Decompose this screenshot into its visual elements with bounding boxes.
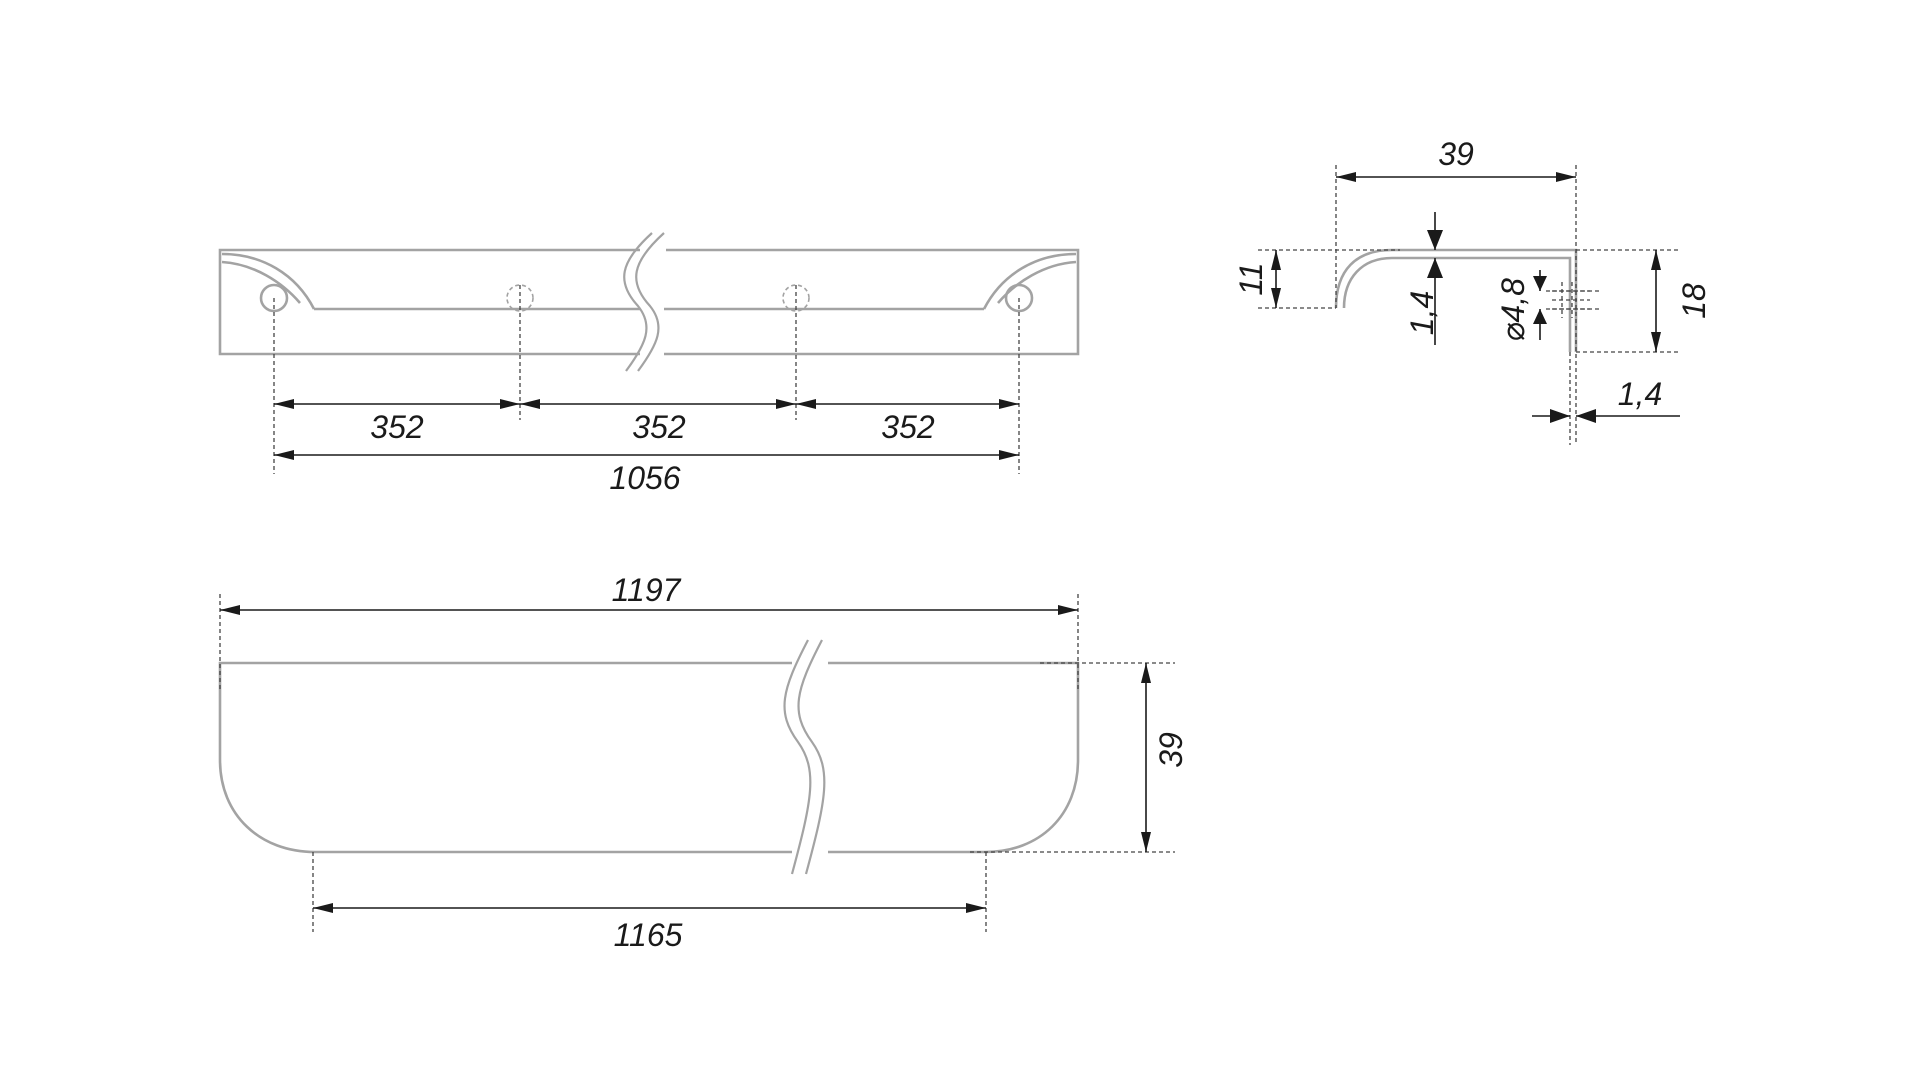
bottom-view: 1197 1165 39 [218,572,1189,953]
front-spacing-2-label: 352 [632,409,686,445]
profile-section: 39 11 1,4 ⌀4,8 18 1,4 [1233,136,1712,445]
front-view-break-mark [623,232,665,372]
profile-extension-lines [1258,165,1680,445]
front-view-hidden-hole-2 [506,284,534,312]
front-view-extension-lines [273,285,1020,474]
profile-width-label: 39 [1438,136,1474,172]
bottom-view-extension-lines [219,594,1175,932]
front-hole-span-label: 1056 [609,460,680,496]
profile-top-wall-label: 1,4 [1404,291,1440,335]
profile-top-wall-arrowheads [1427,230,1443,278]
front-view-hidden-hole-3 [782,284,810,312]
front-view-outline [218,248,1080,356]
bottom-view-break-gap [792,650,828,870]
bottom-depth-label: 39 [1153,732,1189,768]
front-view-hole-left [259,283,289,313]
front-spacing-1-label: 352 [370,409,424,445]
profile-height-label: 18 [1676,283,1712,319]
bottom-view-outline [218,661,1080,854]
front-view-hole-right [1004,283,1034,313]
bottom-view-break-mark [783,639,826,875]
profile-hole-diameter-label: ⌀4,8 [1495,278,1531,342]
front-view-left-grip-curve [221,252,316,310]
bottom-overall-length-label: 1197 [612,572,682,608]
bottom-base-length-label: 1165 [614,917,683,953]
profile-hole-arrowheads [1533,276,1547,324]
front-view-right-grip-curve [982,252,1077,310]
profile-lip-height-label: 11 [1233,262,1269,295]
front-spacing-3-label: 352 [881,409,935,445]
front-view-break-gap [640,238,664,368]
front-view: 352 352 352 1056 [218,232,1080,496]
profile-side-wall-arrowheads [1550,409,1596,423]
profile-side-wall-label: 1,4 [1618,376,1662,412]
